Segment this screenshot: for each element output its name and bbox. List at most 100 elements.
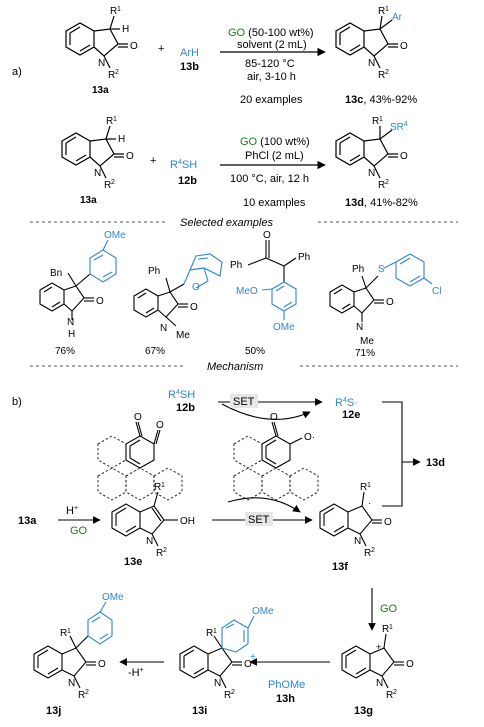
r2p-sr: SR4 (390, 121, 408, 133)
sig-r1-superscript: 1 (213, 628, 217, 635)
product-13j-anisyl (87, 601, 113, 645)
mech-thiyl-radical: R4S· (335, 397, 358, 409)
rad-nitrogen: N (354, 536, 361, 547)
ex3-yield: 50% (245, 346, 265, 357)
example-67-structure (133, 277, 188, 327)
r2-r2: R (104, 180, 111, 191)
oxindole-13a-structure (65, 15, 128, 69)
product-13d-structure (335, 126, 398, 179)
ex1-bn: Bn (50, 268, 62, 279)
enol-r1: R (154, 482, 161, 493)
r2-h-atom: H (118, 134, 125, 145)
r2-oxygen: O (126, 151, 134, 162)
cat-r2: R (386, 690, 393, 701)
r1-reactant-13a: 13a (92, 85, 109, 96)
mech-set-1: SET (233, 396, 255, 408)
mech-h-plus: H+ (66, 505, 78, 517)
r1-atmosphere: air, 3-10 h (247, 71, 296, 83)
r1-nitrogen: N (98, 58, 105, 69)
cat-r1: R (382, 624, 389, 635)
r1-h-atom: H (122, 24, 129, 35)
ex1-ome: OMe (104, 230, 126, 241)
example-71-structure (329, 275, 384, 322)
r1-reactant-13b: 13b (180, 61, 199, 73)
radical-13f-structure (319, 491, 382, 547)
r2-thiol: R4SH (170, 159, 197, 171)
sig-r1: R (206, 628, 213, 639)
r2-solvent: PhCl (2 mL) (245, 150, 304, 162)
sigma-complex-13i-structure (179, 635, 242, 689)
r2-r1-superscript: 1 (113, 116, 117, 123)
ex1-oxygen: O (96, 296, 104, 307)
mech-phome: PhOMe (268, 679, 305, 691)
r1p-r2: R (378, 70, 385, 81)
r2-conditions: 100 °C, air, 12 h (230, 173, 309, 185)
r2-reactant-13a: 13a (80, 195, 97, 206)
sig-r2: R (224, 690, 231, 701)
go-o1: O (134, 412, 142, 423)
go-o3: O (270, 412, 278, 423)
r1p-nitrogen: N (368, 58, 375, 69)
ex1-hydrogen: H (68, 329, 75, 340)
example-71-chlorophenylthio (383, 253, 433, 287)
sig-nitrogen: N (214, 678, 221, 689)
ex2-me: Me (176, 330, 190, 341)
mech-13h: 13h (276, 693, 295, 705)
ex3-meo: MeO (236, 286, 258, 297)
go-quinone-structure (125, 421, 161, 469)
r2p-r1-superscript: 1 (379, 116, 383, 123)
ex2-oxygen-ring: O (192, 282, 200, 293)
rad-dot: · (368, 498, 371, 509)
part-a-label: a) (12, 66, 22, 78)
mech-13i: 13i (192, 705, 207, 717)
ex2-oxygen: O (190, 302, 198, 313)
ex4-ph: Ph (352, 264, 364, 275)
cat-r1-superscript: 1 (389, 624, 393, 631)
r2-nitrogen: N (94, 168, 101, 179)
rad-r1: R (360, 482, 367, 493)
r1-superscript: 1 (117, 6, 121, 13)
mech-bracket (382, 401, 403, 507)
mech-13j: 13j (46, 705, 61, 717)
ex2-ph: Ph (148, 266, 160, 277)
rad-r1-superscript: 1 (367, 482, 371, 489)
ex2-nitrogen: N (160, 323, 167, 334)
r2-r1: R (106, 116, 113, 127)
set-label-bg-2 (245, 512, 273, 526)
r1-plus: + (158, 43, 164, 55)
example-76-structure (39, 272, 94, 320)
mech-minus-h: -H+ (128, 667, 144, 679)
r2p-nitrogen: N (368, 168, 375, 179)
set-label-bg-1 (230, 394, 258, 408)
ex1-nitrogen: N (67, 317, 74, 328)
r1p-ar: Ar (392, 12, 403, 23)
fin-r1: R (60, 628, 67, 639)
section-dividers (30, 221, 458, 367)
product-13j-structure (33, 635, 96, 689)
fin-r1-superscript: 1 (67, 628, 71, 635)
r1-substituent: R (110, 6, 117, 17)
mech-13g: 13g (354, 705, 373, 717)
rad-r2: R (364, 548, 371, 559)
cat-r2-superscript: 2 (393, 689, 397, 696)
r2-plus: + (150, 155, 156, 167)
ex1-yield: 76% (55, 346, 75, 357)
part-b-label: b) (12, 396, 22, 408)
rad-oxygen: O (384, 517, 392, 528)
r1p-oxygen: O (400, 41, 408, 52)
mech-12e: 12e (342, 409, 360, 421)
r1-arh: ArH (180, 47, 199, 59)
r1-product: 13c, 43%-92% (345, 94, 417, 106)
enol-r1-superscript: 1 (161, 482, 165, 489)
rad-r2-superscript: 2 (371, 547, 375, 554)
ex3-ph1: Ph (230, 260, 242, 271)
sig-r2-superscript: 2 (231, 689, 235, 696)
mech-set-curve-1 (221, 403, 311, 420)
fin-r2-superscript: 2 (85, 689, 89, 696)
example-50-structure (247, 240, 297, 282)
ex4-chlorine: Cl (432, 286, 441, 297)
ex4-yield: 71% (355, 348, 375, 359)
enol-r2: R (156, 548, 163, 559)
r2-catalyst: GO (100 wt%) (240, 136, 310, 148)
